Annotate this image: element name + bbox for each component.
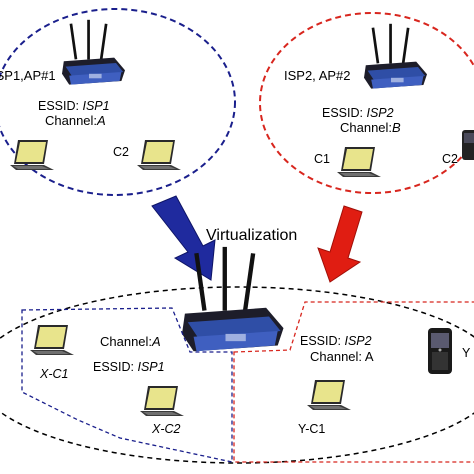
router-icon (62, 19, 125, 85)
laptop-icon (30, 325, 74, 355)
top-left-essid: ESSID: ISP1 (38, 99, 110, 113)
top-right-essid: ESSID: ISP2 (322, 106, 394, 120)
laptop-icon (10, 140, 54, 170)
router-icon (182, 246, 284, 352)
top-right-ap-label: ISP2, AP#2 (284, 68, 351, 83)
top-right-client2-label: C2 (442, 152, 458, 166)
laptop-icon (137, 140, 181, 170)
bottom-left-client2-label: X-C2 (151, 422, 181, 436)
top-left-channel: Channel:A (45, 113, 106, 128)
virtualization-title: Virtualization (206, 227, 297, 244)
laptop-icon (337, 147, 381, 177)
bottom-left-channel: Channel:A (100, 334, 161, 349)
top-left-ap-coverage (0, 8, 236, 196)
bottom-right-client2-label: Y (462, 346, 471, 360)
virtual-ap-y-region (233, 301, 474, 463)
phone-icon (462, 130, 474, 160)
laptop-icon (140, 386, 184, 416)
top-left-ap-label: ISP1,AP#1 (0, 68, 56, 83)
bottom-right-essid: ESSID: ISP2 (300, 334, 372, 348)
bottom-left-essid: ESSID: ISP1 (93, 360, 165, 374)
top-left-client-label: C2 (113, 145, 129, 159)
top-right-channel: Channel:B (340, 120, 401, 135)
router-icon (364, 23, 427, 89)
virtual-ap-coverage (0, 286, 474, 464)
right-virtualization-arrow (317, 205, 363, 283)
bottom-right-client1-label: Y-C1 (298, 422, 325, 436)
laptop-icon (307, 380, 351, 410)
phone-icon (428, 328, 452, 374)
bottom-left-client1-label: X-C1 (39, 367, 68, 381)
top-right-client1-label: C1 (314, 152, 330, 166)
bottom-right-channel: Channel: A (310, 349, 374, 364)
